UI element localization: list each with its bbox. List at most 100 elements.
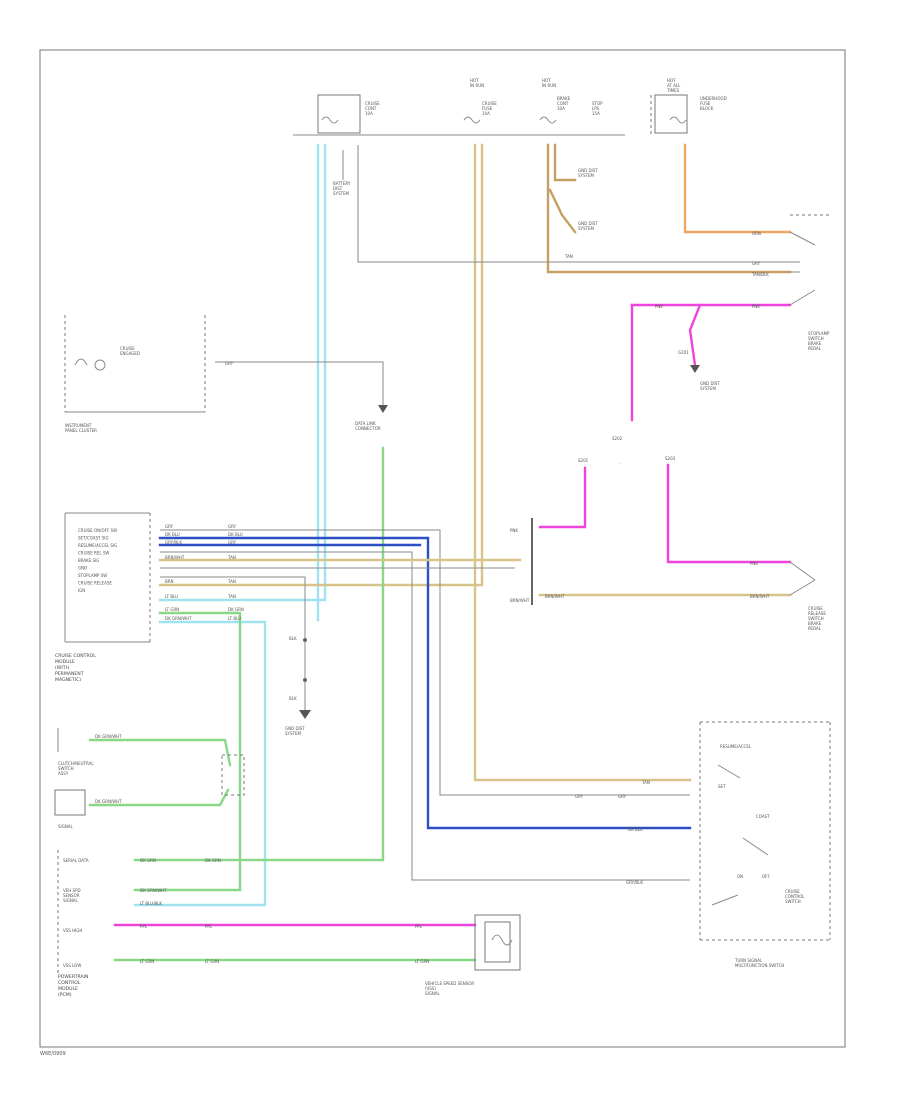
wire-brown-right-c <box>548 188 577 234</box>
wire-gray-3 <box>160 576 306 620</box>
svg-text:GRY/BLK: GRY/BLK <box>626 880 643 885</box>
svg-text:DK BLU: DK BLU <box>228 532 243 537</box>
svg-text:LT BLU: LT BLU <box>228 616 241 621</box>
wire-magenta-e <box>666 463 792 564</box>
svg-text:DK GRN/WHT: DK GRN/WHT <box>140 888 167 893</box>
fuse-symbol-left <box>321 116 339 124</box>
module-wire-labels: GRY GRY DK BLU DK BLU GRY/BLK GRY BRN/WH… <box>165 524 244 621</box>
fuse-symbol-right-b <box>669 116 687 124</box>
mfs-off-label: OFF <box>762 874 770 879</box>
svg-text:DK GRN/WHT: DK GRN/WHT <box>165 616 192 621</box>
svg-text:BRN: BRN <box>165 579 174 584</box>
splice-label-2: S202 <box>612 436 623 441</box>
wire-brown-right-a <box>546 143 792 274</box>
svg-text:PPL: PPL <box>205 924 213 929</box>
mfs-on-label: ON <box>737 874 743 879</box>
svg-text:LT GRN: LT GRN <box>140 959 154 964</box>
svg-text:GRY: GRY <box>225 361 234 366</box>
splice-dot: · <box>620 461 621 466</box>
svg-text:GRY: GRY <box>228 524 237 529</box>
wire-tan-mid-2 <box>158 143 484 587</box>
diagram-frame <box>39 49 846 1048</box>
svg-text:PPL: PPL <box>415 924 423 929</box>
pcm-pins: SERIAL DATA VEH SPD SENSOR SIGNAL VSS HI… <box>63 858 90 968</box>
svg-text:DK BLU: DK BLU <box>628 827 643 832</box>
svg-text:BLK: BLK <box>289 696 297 701</box>
svg-text:DK GRN: DK GRN <box>228 607 244 612</box>
wire-green-b <box>88 738 232 767</box>
svg-text:TAN: TAN <box>641 780 650 785</box>
mfs-coast-label: COAST <box>756 814 770 819</box>
wire-gray-5 <box>215 361 384 410</box>
svg-text:PPL: PPL <box>140 924 148 929</box>
splice-label-1: S201 <box>578 458 589 463</box>
svg-text:BRN/WHT: BRN/WHT <box>750 594 770 599</box>
svg-text:BRN/WHT: BRN/WHT <box>510 598 530 603</box>
svg-text:TAN: TAN <box>227 594 236 599</box>
wire-green-dlc <box>133 446 385 862</box>
svg-text:LT GRN: LT GRN <box>415 959 429 964</box>
mfs-resume-label: RESUME/ACCEL <box>720 744 752 749</box>
svg-text:PNK: PNK <box>752 304 760 309</box>
svg-text:BRN/WHT: BRN/WHT <box>165 555 185 560</box>
fuse-symbol-mid <box>463 116 481 124</box>
svg-text:DK BLU: DK BLU <box>165 532 180 537</box>
wire-green-a <box>133 611 242 892</box>
svg-text:GRY: GRY <box>165 524 174 529</box>
svg-text:TAN: TAN <box>227 579 236 584</box>
svg-text:BRN/WHT: BRN/WHT <box>545 594 565 599</box>
wire-tan-mid <box>473 143 692 782</box>
fuse-symbol-right-a <box>539 116 557 124</box>
svg-text:BLK: BLK <box>289 636 297 641</box>
footer-code: W6E/0909 <box>40 1051 66 1057</box>
ground-symbol-top <box>690 365 700 373</box>
wire-gray-mfs-2 <box>160 551 690 881</box>
svg-text:LT GRN: LT GRN <box>165 607 179 612</box>
svg-text:DK GRN/WHT: DK GRN/WHT <box>95 799 122 804</box>
wire-lightblue-2 <box>158 143 327 602</box>
wire-orange <box>683 143 792 234</box>
wire-gray-mfs-1 <box>160 529 690 796</box>
svg-text:DK GRN: DK GRN <box>205 858 221 863</box>
svg-text:GRY: GRY <box>752 261 761 266</box>
svg-text:LT BLU: LT BLU <box>165 594 178 599</box>
svg-text:DK GRN/WHT: DK GRN/WHT <box>95 734 122 739</box>
wire-brown-right-b <box>553 143 577 182</box>
svg-text:TAN/BLK: TAN/BLK <box>751 272 769 277</box>
svg-text:GRY/BLK: GRY/BLK <box>165 540 182 545</box>
wire-gray-top <box>357 145 790 263</box>
mfs-set-label: SET <box>718 784 726 789</box>
cruise-control-module: CRUISE ON/OFF SW SET/COAST SIG RESUME/AC… <box>55 512 151 683</box>
wire-magenta-c <box>688 303 702 367</box>
svg-text:GRY: GRY <box>618 794 627 799</box>
ground-label-top: G201 <box>678 350 689 355</box>
wire-magenta-d <box>538 466 587 529</box>
vss-label: VEHICLE SPEED SENSOR(VSS)SIGNAL <box>425 981 474 996</box>
svg-text:TAN: TAN <box>227 555 236 560</box>
svg-text:ORN: ORN <box>752 231 761 236</box>
svg-text:LT BLU/BLK: LT BLU/BLK <box>140 901 162 906</box>
